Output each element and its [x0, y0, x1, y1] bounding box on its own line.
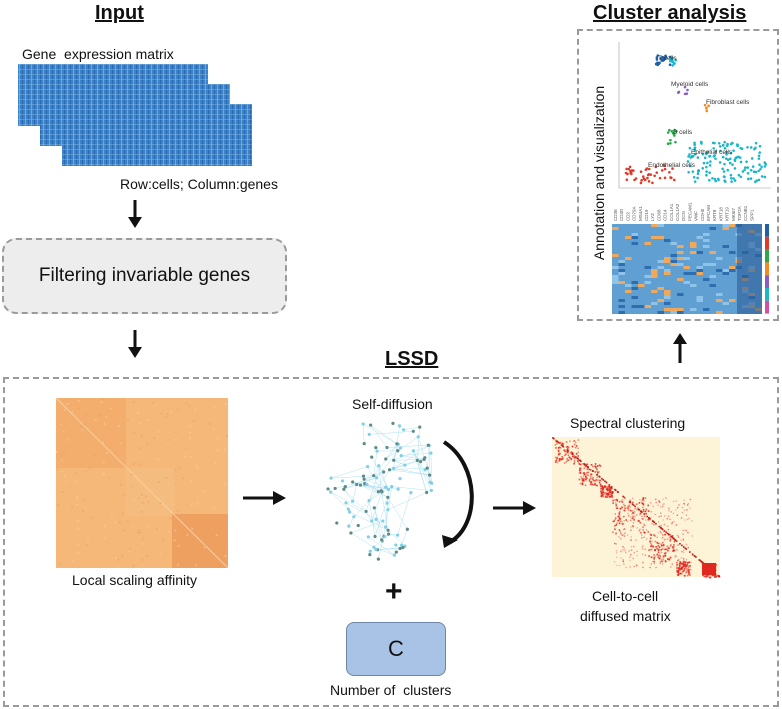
annotation-label: Fibroblast cells	[706, 99, 750, 106]
diffused-label-2: diffused matrix	[580, 608, 671, 624]
affinity-matrix	[55, 397, 229, 569]
svg-text:EPCAM: EPCAM	[706, 205, 711, 221]
filter-step: Filtering invariable genes	[2, 238, 287, 314]
annotation-label: Endothelial cells	[648, 162, 696, 169]
svg-text:COL1A1: COL1A1	[669, 203, 674, 221]
svg-text:DCN: DCN	[681, 211, 686, 221]
svg-text:COL1A2: COL1A2	[675, 203, 680, 221]
annotation-heatmap	[612, 224, 769, 314]
plus-sign: +	[385, 575, 403, 608]
svg-text:CD14: CD14	[663, 209, 668, 221]
diffusion-label: Self-diffusion	[352, 396, 433, 412]
svg-text:KRT8: KRT8	[712, 209, 717, 221]
arrow-down-icon	[128, 200, 142, 228]
svg-text:KRT18: KRT18	[718, 207, 723, 221]
input-title: Input	[95, 2, 144, 24]
svg-text:CCNB1: CCNB1	[743, 205, 748, 221]
cluster-side-label: Annotation and visualization	[591, 85, 607, 261]
svg-text:KRT19: KRT19	[725, 207, 730, 221]
affinity-label: Local scaling affinity	[72, 572, 198, 588]
filter-label: Filtering invariable genes	[38, 265, 251, 286]
clusters-label: Number of clusters	[330, 682, 452, 698]
svg-text:LYZ: LYZ	[650, 213, 655, 221]
spectral-label: Spectral clustering	[570, 415, 686, 431]
svg-text:CD3E: CD3E	[613, 209, 618, 221]
diffusion-network	[326, 421, 434, 561]
annotation-label: Myeloid cells	[671, 81, 709, 88]
arrow-right-icon	[243, 491, 286, 505]
annotation-label: T cells	[658, 55, 677, 62]
svg-text:CD68: CD68	[656, 209, 661, 221]
diffused-heatmap	[552, 437, 721, 579]
matrix-front	[62, 104, 252, 166]
svg-text:VWF: VWF	[694, 211, 699, 221]
matrix-label: Gene expression matrix	[22, 46, 174, 62]
svg-text:MS4A1: MS4A1	[638, 206, 643, 221]
svg-text:PECAM1: PECAM1	[687, 202, 692, 221]
gene-expression-matrices	[18, 64, 252, 166]
annotation-label: B cells	[673, 129, 693, 136]
svg-text:CD2: CD2	[625, 212, 630, 221]
arrow-up-icon	[673, 333, 687, 363]
svg-text:SPP1: SPP1	[749, 209, 754, 221]
cycle-arrow-icon	[442, 440, 474, 548]
lssd-panel	[3, 377, 779, 707]
svg-text:CD3D: CD3D	[619, 208, 624, 221]
diffused-label-1: Cell-to-cell	[592, 588, 659, 604]
cluster-title: Cluster analysis	[593, 2, 747, 24]
svg-text:TOP2A: TOP2A	[737, 206, 742, 221]
c-symbol: C	[388, 636, 404, 661]
svg-text:CD19: CD19	[644, 209, 649, 221]
arrow-right-icon	[493, 501, 536, 515]
annotation-label: Epithelial cells	[691, 149, 733, 156]
svg-text:CD79A: CD79A	[632, 206, 637, 221]
arrow-down-icon	[128, 330, 142, 358]
svg-text:CDH5: CDH5	[700, 208, 705, 221]
lssd-title: LSSD	[385, 348, 439, 370]
svg-text:MKI67: MKI67	[731, 207, 736, 221]
cluster-count-box: C	[346, 622, 446, 676]
matrix-caption: Row:cells; Column:genes	[120, 176, 278, 192]
